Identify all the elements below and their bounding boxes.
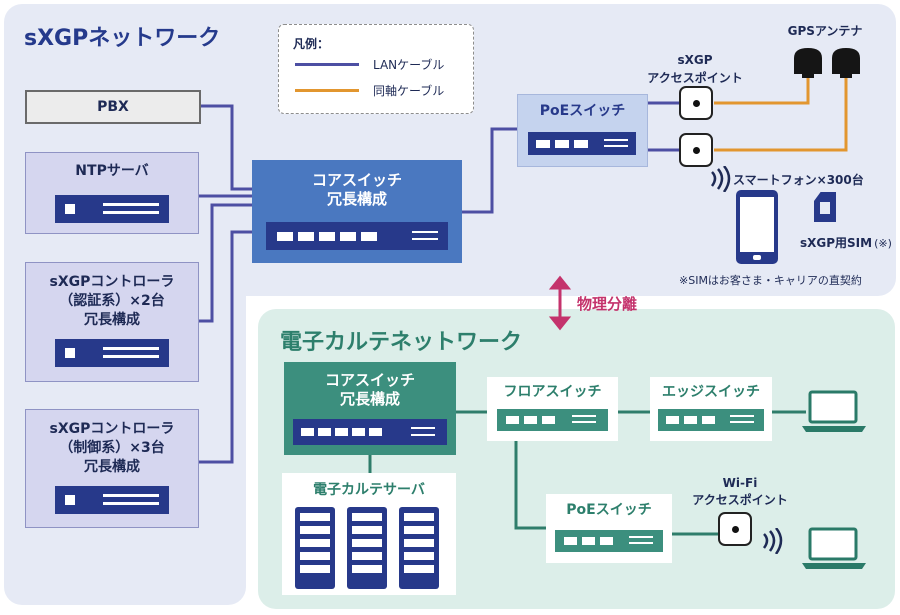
gps-antenna-label: GPSアンテナ [787, 24, 863, 38]
sxgp-poe-label: PoEスイッチ [539, 103, 626, 119]
switch-ports-icon [497, 409, 608, 431]
legend-lan-swatch [295, 63, 359, 66]
controller-auth-line3: 冗長構成 [84, 312, 140, 328]
floor-switch: フロアスイッチ [487, 377, 618, 441]
sxgp-ap-label-2: アクセスポイント [647, 71, 743, 85]
switch-ports-icon [293, 419, 447, 445]
sim-label-text: sXGP用SIM [800, 236, 873, 250]
controller-control-line2: （制御系）×3台 [59, 440, 165, 456]
lan-line-ctrl [197, 230, 252, 464]
signal-waves-icon [710, 166, 731, 192]
lan-line-auth [197, 203, 252, 323]
server-device-icon [55, 486, 169, 514]
sxgp-core-line1: コアスイッチ [311, 171, 402, 189]
karte-poe-switch: PoEスイッチ [546, 494, 672, 563]
karte-core-line2: 冗長構成 [339, 390, 400, 408]
floor-switch-label: フロアスイッチ [503, 384, 602, 400]
karte-line-floor-poe [514, 441, 556, 530]
switch-ports-icon [658, 409, 764, 431]
server-device-icon [55, 339, 169, 367]
legend-heading: 凡例： [293, 37, 330, 51]
sim-label: sXGP用SIM(※) [800, 234, 892, 251]
signal-waves-icon [762, 528, 783, 554]
wifi-ap-label-1: Wi-Fi [722, 476, 758, 490]
sxgp-core-switch: コアスイッチ 冗長構成 [252, 160, 462, 263]
controller-control-line1: sXGPコントローラ [49, 421, 175, 437]
coax-line-1 [714, 76, 810, 105]
ntp-server-box: NTPサーバ [25, 152, 199, 234]
ntp-server-label: NTPサーバ [75, 163, 149, 179]
sxgp-access-point-icon [679, 133, 713, 167]
smartphone-icon [736, 190, 778, 264]
sxgp-controller-auth-box: sXGPコントローラ （認証系）×2台 冗長構成 [25, 262, 199, 382]
sim-contract-note: ※SIMはお客さま・キャリアの直契約 [679, 274, 862, 287]
lan-line-pbx [197, 104, 252, 191]
sxgp-core-line2: 冗長構成 [326, 190, 387, 208]
laptop-icon [802, 390, 866, 432]
karte-poe-label: PoEスイッチ [566, 502, 652, 518]
legend-coax-swatch [295, 89, 359, 92]
switch-ports-icon [528, 132, 636, 155]
laptop-icon [802, 527, 866, 569]
sxgp-poe-switch: PoEスイッチ [517, 94, 648, 167]
wifi-ap-label-2: アクセスポイント [692, 493, 788, 507]
karte-core-line1: コアスイッチ [324, 371, 415, 389]
lan-line-core-poe [462, 127, 517, 214]
controller-auth-line1: sXGPコントローラ [49, 274, 175, 290]
edge-switch: エッジスイッチ [650, 377, 772, 441]
legend-coax-label: 同軸ケーブル [373, 84, 445, 98]
karte-server-box: 電子カルテサーバ [282, 473, 456, 595]
sim-card-icon [814, 192, 836, 222]
legend: 凡例： LANケーブル 同軸ケーブル [278, 24, 474, 114]
legend-lan-label: LANケーブル [373, 58, 445, 72]
edge-switch-label: エッジスイッチ [662, 384, 760, 400]
switch-ports-icon [555, 530, 663, 552]
karte-server-label: 電子カルテサーバ [313, 482, 425, 498]
coax-line-2 [714, 76, 848, 152]
physical-separation-label: 物理分離 [577, 295, 638, 313]
sxgp-ap-label-1: sXGP [677, 53, 713, 67]
server-rack-icon [295, 507, 439, 589]
switch-ports-icon [266, 222, 448, 250]
sim-note-mark: (※) [874, 237, 892, 250]
wifi-access-point-icon [718, 512, 752, 546]
controller-control-line3: 冗長構成 [84, 459, 140, 475]
smartphone-label: スマートフォン×300台 [733, 173, 864, 187]
gps-antenna-icon [794, 48, 860, 78]
karte-core-switch: コアスイッチ 冗長構成 [284, 362, 456, 455]
pbx-label: PBX [97, 99, 129, 115]
sxgp-controller-control-box: sXGPコントローラ （制御系）×3台 冗長構成 [25, 409, 199, 528]
pbx-box: PBX [25, 90, 201, 124]
karte-network-title: 電子カルテネットワーク [280, 330, 523, 355]
controller-auth-line2: （認証系）×2台 [59, 293, 165, 309]
sxgp-access-point-icon [679, 86, 713, 120]
server-device-icon [55, 195, 169, 223]
sxgp-network-title: sXGPネットワーク [24, 26, 221, 51]
